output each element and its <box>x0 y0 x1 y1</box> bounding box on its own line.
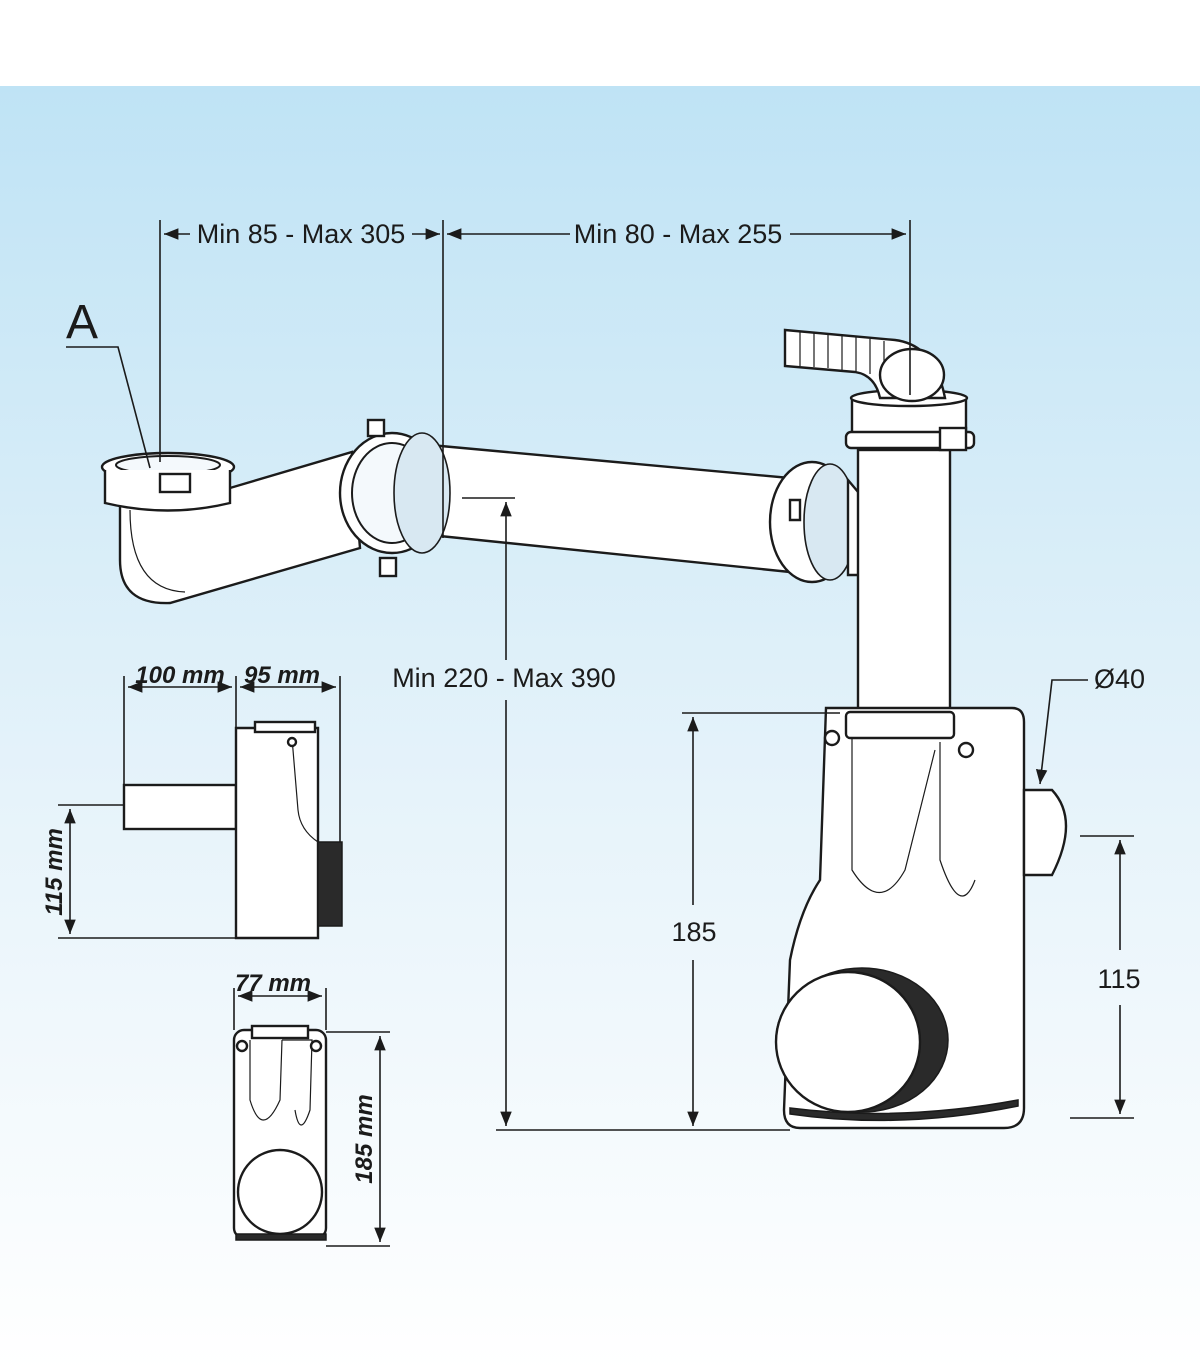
side-view-height: 115 mm <box>41 828 68 916</box>
siphon-assembly <box>100 328 1068 1130</box>
front-view-height: 185 mm <box>351 1094 378 1183</box>
side-view-width-b: 95 mm <box>244 662 320 689</box>
front-view-drawing <box>232 1024 328 1241</box>
side-view-body <box>234 726 320 940</box>
dimension-lines <box>58 220 1134 1247</box>
dimension-height-185: 185 <box>671 917 716 947</box>
cleanout-cap <box>774 970 922 1114</box>
dimension-height-115: 115 <box>1097 964 1140 994</box>
dimension-diameter: Ø40 <box>1094 664 1145 694</box>
ribbed-hose <box>783 328 947 403</box>
dimension-top-left: Min 85 - Max 305 <box>197 219 406 249</box>
vertical-pipe <box>856 448 952 722</box>
dimension-top-right: Min 80 - Max 255 <box>574 219 783 249</box>
side-view-width-a: 100 mm <box>135 662 224 689</box>
dimension-vertical-range: Min 220 - Max 390 <box>392 663 616 693</box>
callout-label: A <box>66 296 98 349</box>
side-outlet <box>1022 788 1068 877</box>
front-view-width: 77 mm <box>235 970 311 997</box>
side-view-drawing <box>122 720 343 940</box>
